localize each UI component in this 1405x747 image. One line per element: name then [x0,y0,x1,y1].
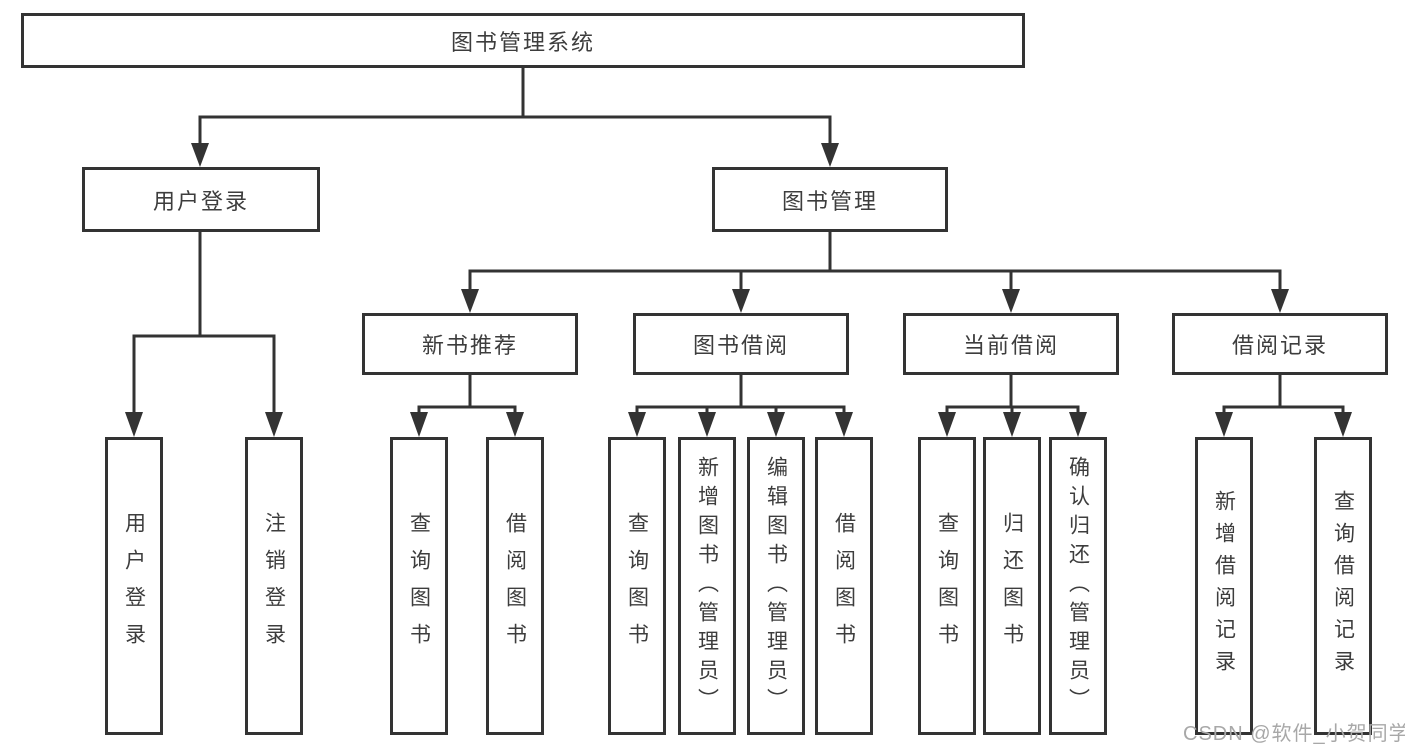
leaf-query-borrow-record-label: 查询借阅记录 [1331,490,1355,682]
leaf-query-books-borrowing: 查询图书 [608,437,666,735]
leaf-borrow-books-recommend: 借阅图书 [486,437,544,735]
node-root-system: 图书管理系统 [21,13,1025,68]
leaf-user-login: 用户登录 [105,437,163,735]
leaf-query-books-current-label: 查询图书 [935,512,959,660]
leaf-add-books-admin-label: 新增图书（管理员） [695,455,719,717]
node-book-borrowing-label: 图书借阅 [692,333,789,358]
leaf-logout-label: 注销登录 [262,512,286,660]
leaf-confirm-return-admin: 确认归还（管理员） [1049,437,1107,735]
leaf-borrow-books-borrowing-label: 借阅图书 [832,512,856,660]
leaf-borrow-books-recommend-label: 借阅图书 [503,512,527,660]
node-current-borrowing: 当前借阅 [903,313,1119,375]
leaf-logout: 注销登录 [245,437,303,735]
leaf-return-books: 归还图书 [983,437,1041,735]
watermark: CSDN @软件_小贺同学 [1183,723,1405,745]
leaf-edit-books-admin: 编辑图书（管理员） [747,437,805,735]
leaf-borrow-books-borrowing: 借阅图书 [815,437,873,735]
leaf-confirm-return-admin-label: 确认归还（管理员） [1066,455,1090,717]
node-new-book-recommend-label: 新书推荐 [421,333,518,358]
node-current-borrowing-label: 当前借阅 [962,333,1059,358]
node-book-management-label: 图书管理 [781,188,878,214]
node-borrowing-records: 借阅记录 [1172,313,1388,375]
leaf-query-books-current: 查询图书 [918,437,976,735]
leaf-add-borrow-record: 新增借阅记录 [1195,437,1253,735]
leaf-query-books-borrowing-label: 查询图书 [625,512,649,660]
node-book-borrowing: 图书借阅 [633,313,849,375]
node-root-label: 图书管理系统 [450,29,595,55]
leaf-query-books-recommend-label: 查询图书 [407,512,431,660]
leaf-query-books-recommend: 查询图书 [390,437,448,735]
leaf-user-login-label: 用户登录 [122,512,146,660]
node-book-management: 图书管理 [712,167,948,232]
leaf-return-books-label: 归还图书 [1000,512,1024,660]
node-user-login: 用户登录 [82,167,320,232]
node-borrowing-records-label: 借阅记录 [1231,333,1328,358]
node-user-login-label: 用户登录 [152,188,249,214]
leaf-add-borrow-record-label: 新增借阅记录 [1212,490,1236,682]
leaf-query-borrow-record: 查询借阅记录 [1314,437,1372,735]
leaf-add-books-admin: 新增图书（管理员） [678,437,736,735]
leaf-edit-books-admin-label: 编辑图书（管理员） [764,455,788,717]
node-new-book-recommend: 新书推荐 [362,313,578,375]
